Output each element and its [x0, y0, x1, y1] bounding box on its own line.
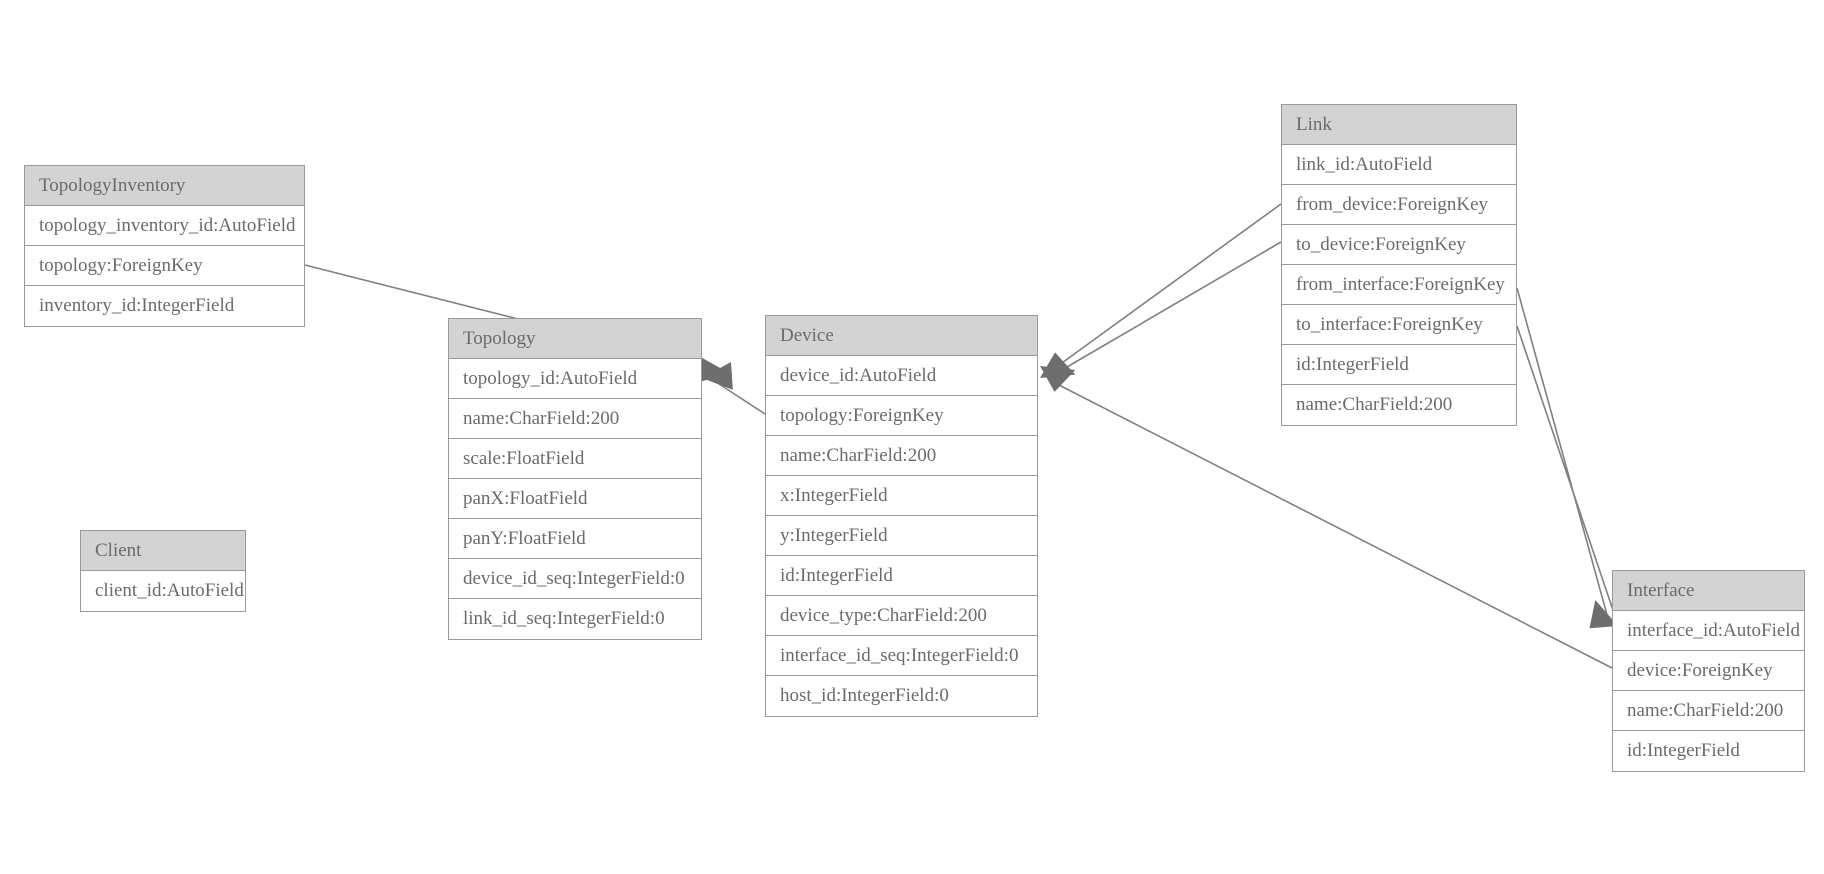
edge-link-from-interface: [1516, 287, 1610, 623]
entity-title: Device: [766, 316, 1037, 356]
field-row: device_id:AutoField: [766, 356, 1037, 396]
entity-interface[interactable]: Interface interface_id:AutoField device:…: [1612, 570, 1805, 772]
field-row: topology_id:AutoField: [449, 359, 701, 399]
field-row: name:CharField:200: [1613, 691, 1804, 731]
field-row: device_id_seq:IntegerField:0: [449, 559, 701, 599]
field-row: name:CharField:200: [449, 399, 701, 439]
edge-link-from-device: [1054, 203, 1282, 369]
edge-interface-device: [1056, 383, 1613, 669]
edge-link-to-device: [1054, 241, 1282, 375]
field-row: inventory_id:IntegerField: [39, 295, 235, 316]
entity-device[interactable]: Device device_id:AutoField topology:Fore…: [765, 315, 1038, 717]
field-row: scale:FloatField: [449, 439, 701, 479]
entity-topology[interactable]: Topology topology_id:AutoField name:Char…: [448, 318, 702, 640]
entity-title: Client: [81, 531, 245, 571]
field-row: device:ForeignKey: [1613, 651, 1804, 691]
entity-topologyinventory[interactable]: TopologyInventory topology_inventory_id:…: [24, 165, 305, 327]
arrowhead-device-right-lower: [1040, 352, 1076, 378]
field-row: id:IntegerField: [766, 556, 1037, 596]
entity-client[interactable]: Client client_id:AutoField: [80, 530, 246, 612]
edge-device-topology: [715, 381, 766, 415]
entity-title: TopologyInventory: [25, 166, 304, 206]
field-row: id:IntegerField: [1627, 740, 1740, 761]
field-row: link_id:AutoField: [1282, 145, 1516, 185]
entity-title: Topology: [449, 319, 701, 359]
field-row: interface_id_seq:IntegerField:0: [766, 636, 1037, 676]
field-row: name:CharField:200: [1296, 394, 1453, 415]
field-row: panY:FloatField: [449, 519, 701, 559]
field-row: id:IntegerField: [1282, 345, 1516, 385]
field-row: name:CharField:200: [766, 436, 1037, 476]
field-row: topology:ForeignKey: [766, 396, 1037, 436]
arrowhead-device-right-upper: [1040, 366, 1076, 392]
field-row: from_interface:ForeignKey: [1282, 265, 1516, 305]
field-row: link_id_seq:IntegerField:0: [463, 608, 665, 629]
field-row: host_id:IntegerField:0: [780, 685, 949, 706]
arrowhead-topology-right: [702, 361, 733, 390]
edge-link-to-interface: [1516, 325, 1618, 623]
field-row: client_id:AutoField: [95, 580, 244, 601]
field-row: to_device:ForeignKey: [1282, 225, 1516, 265]
field-row: panX:FloatField: [449, 479, 701, 519]
field-row: topology:ForeignKey: [25, 246, 304, 286]
entity-link[interactable]: Link link_id:AutoField from_device:Forei…: [1281, 104, 1517, 426]
entity-title: Interface: [1613, 571, 1804, 611]
field-row: topology_inventory_id:AutoField: [25, 206, 304, 246]
field-row: to_interface:ForeignKey: [1282, 305, 1516, 345]
field-row: device_type:CharField:200: [766, 596, 1037, 636]
field-row: from_device:ForeignKey: [1282, 185, 1516, 225]
field-row: x:IntegerField: [766, 476, 1037, 516]
field-row: y:IntegerField: [766, 516, 1037, 556]
entity-title: Link: [1282, 105, 1516, 145]
field-row: interface_id:AutoField: [1613, 611, 1804, 651]
